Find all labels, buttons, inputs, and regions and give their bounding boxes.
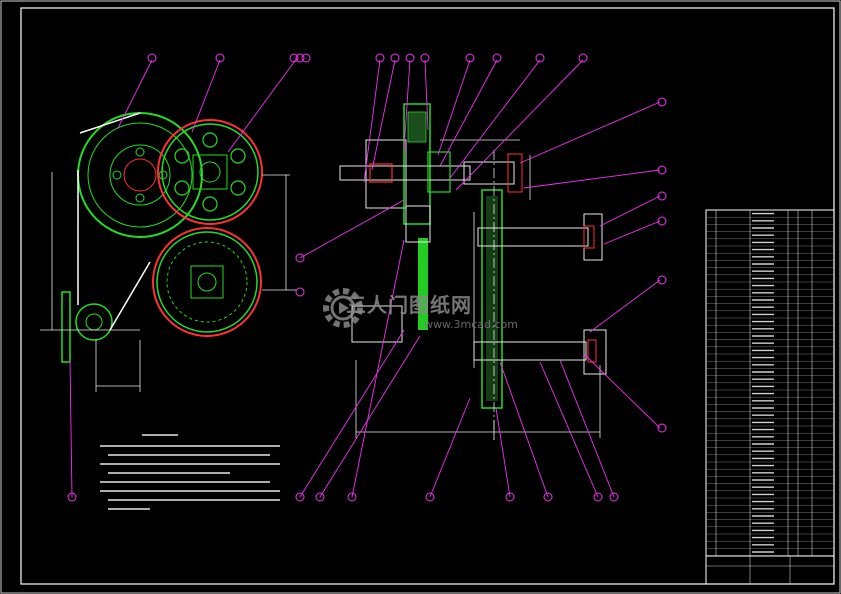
left-dimensions <box>40 172 296 392</box>
watermark-brand: 三人门图纸网 <box>346 293 472 317</box>
upper-gear-holes <box>174 132 246 212</box>
low-shaft-bearing <box>583 329 607 375</box>
lower-block <box>405 205 431 243</box>
upper-gear-body <box>161 123 259 221</box>
right-leaders <box>299 59 661 498</box>
belt-lower <box>109 261 151 331</box>
parts-list-table <box>705 209 835 585</box>
lower-gear-body <box>156 231 258 333</box>
motor-pulley-inner <box>85 313 103 331</box>
cylinder-block <box>351 305 403 343</box>
upper-gear-hub-square <box>192 154 228 190</box>
bearing-block <box>427 151 451 193</box>
center-gear-hatch <box>486 196 498 401</box>
left-leaders <box>69 57 298 498</box>
mid-shaft-bearing <box>583 213 603 261</box>
right-balloons <box>295 53 667 502</box>
watermark-url: www.3mcad.com <box>424 318 518 331</box>
large-pulley-bore <box>123 158 157 192</box>
lower-gear-bore <box>197 272 217 292</box>
large-pulley-ring <box>87 122 193 228</box>
shaft-left <box>339 165 471 181</box>
upper-gear-outer <box>157 119 263 225</box>
large-pulley-hub <box>109 144 171 206</box>
green-shaft-section <box>418 238 428 330</box>
center-gear-column <box>481 189 503 409</box>
mid-shaft-red <box>583 225 595 249</box>
upper-gear-bore <box>199 161 221 183</box>
title-block <box>705 555 835 585</box>
upper-gear-hatch <box>407 111 427 143</box>
left-balloons <box>67 53 311 502</box>
left-side-view <box>40 53 311 502</box>
housing-block <box>365 139 407 209</box>
right-section-view <box>295 53 667 502</box>
upper-gear-section <box>403 103 431 225</box>
motor-flange <box>61 291 71 363</box>
gear-logo-icon <box>323 288 363 328</box>
lower-gear-hub-square <box>190 265 224 299</box>
belt-upper <box>79 112 141 134</box>
lower-gear-outer <box>152 227 262 337</box>
large-pulley-bolt-holes <box>112 147 168 203</box>
parts-list-columns <box>715 210 813 556</box>
right-dimensions <box>355 139 601 440</box>
top-shaft-end <box>507 153 523 193</box>
motor-pulley-outer <box>75 303 113 341</box>
lower-gear-ring <box>166 241 248 323</box>
top-shaft <box>463 161 515 185</box>
parts-list-rows <box>706 212 834 556</box>
red-hub <box>369 163 393 183</box>
mid-shaft <box>477 227 589 247</box>
technical-notes <box>100 434 280 510</box>
